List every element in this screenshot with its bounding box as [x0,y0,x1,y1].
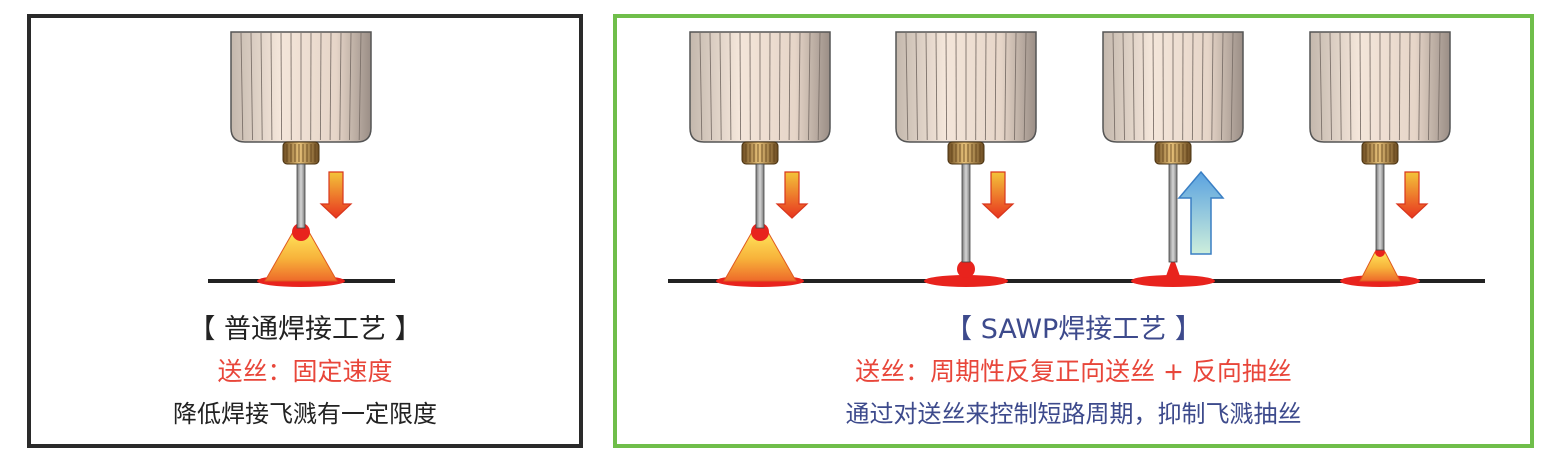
molten-bridge [1165,262,1181,279]
welding-wire [296,163,306,229]
welding-wire [961,163,971,263]
weld-pool [924,275,1008,287]
left-down-arrow-icon [319,171,353,219]
metal-droplet [957,260,975,278]
welding-wire [755,163,765,229]
metal-droplet [292,223,310,241]
normal-wire-feed-label: 送丝：固定速度 [217,357,393,386]
left-torch [230,31,372,229]
sawp-stage-4-torch [1309,31,1451,251]
contact-tip [947,141,985,165]
sawp-stage-4-down-arrow-icon [1395,171,1429,219]
sawp-stage-3-torch [1102,31,1244,263]
welding-wire [1375,163,1385,251]
welding-wire [1168,163,1178,263]
sawp-welding-description: 通过对送丝来控制短路周期，抑制飞溅抽丝 [845,400,1302,428]
sawp-welding-title: 【 SAWP焊接工艺 】 [945,314,1202,345]
normal-welding-title: 【 普通焊接工艺 】 [188,314,422,345]
left-arc [257,223,345,287]
sawp-stage-3-up-arrow-icon [1177,170,1225,255]
contact-tip [282,141,320,165]
sawp-wire-feed-label: 送丝：周期性反复正向送丝 + 反向抽丝 [855,357,1292,386]
sawp-stage-2-arc [924,260,1008,287]
sawp-stage-1-down-arrow-icon [775,171,809,219]
sawp-stage-2-torch [895,31,1037,263]
contact-tip [1361,141,1399,165]
contact-tip [1154,141,1192,165]
sawp-stage-4-arc [1340,247,1420,287]
metal-droplet [751,223,769,241]
sawp-stage-1-torch [689,31,831,229]
weld-pool [1131,275,1215,287]
normal-welding-description: 降低焊接飞溅有一定限度 [173,400,437,428]
sawp-stage-3-arc [1131,262,1215,287]
sawp-stage-2-down-arrow-icon [981,171,1015,219]
sawp-stage-1-arc [716,223,804,287]
contact-tip [741,141,779,165]
